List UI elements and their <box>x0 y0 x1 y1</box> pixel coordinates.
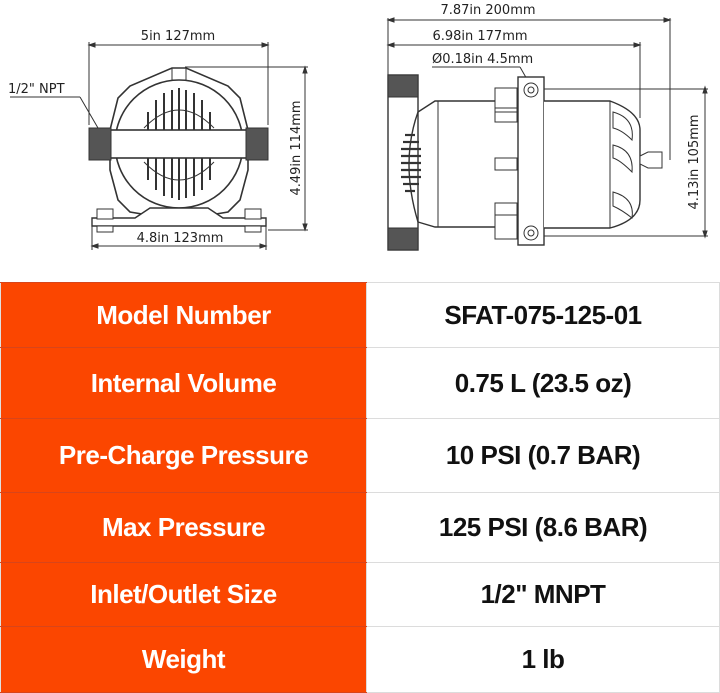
spec-label-weight: Weight <box>0 626 367 693</box>
front-view-drawing <box>10 42 308 250</box>
overall-length-label: 7.87in 200mm <box>440 3 535 18</box>
side-view-drawing <box>386 17 708 251</box>
specifications-table: Model Number SFAT-075-125-01 Internal Vo… <box>0 282 720 693</box>
table-row: Pre-Charge Pressure 10 PSI (0.7 BAR) <box>0 418 720 493</box>
front-width-base-label: 4.8in 123mm <box>137 231 224 246</box>
front-height-label: 4.49in 114mm <box>289 100 304 195</box>
hole-diameter-label: Ø0.18in 4.5mm <box>432 52 533 67</box>
spec-label-max-pressure: Max Pressure <box>0 492 367 563</box>
table-row: Inlet/Outlet Size 1/2" MNPT <box>0 562 720 627</box>
spec-label-internal-volume: Internal Volume <box>0 347 367 419</box>
spec-value-internal-volume: 0.75 L (23.5 oz) <box>366 347 720 419</box>
spec-value-model-number: SFAT-075-125-01 <box>366 282 720 348</box>
table-row: Weight 1 lb <box>0 626 720 693</box>
spec-value-pre-charge-pressure: 10 PSI (0.7 BAR) <box>366 418 720 493</box>
spec-value-inlet-outlet-size: 1/2" MNPT <box>366 562 720 627</box>
spec-label-model-number: Model Number <box>0 282 367 348</box>
body-length-label: 6.98in 177mm <box>432 29 527 44</box>
spec-value-weight: 1 lb <box>366 626 720 693</box>
table-row: Internal Volume 0.75 L (23.5 oz) <box>0 347 720 419</box>
table-row: Model Number SFAT-075-125-01 <box>0 282 720 348</box>
side-height-label: 4.13in 105mm <box>687 114 702 209</box>
port-size-label: 1/2" NPT <box>8 82 65 97</box>
dimension-drawing: 5in 127mm 4.8in 123mm 1/2" NPT 4.49in 11… <box>8 3 708 251</box>
table-row: Max Pressure 125 PSI (8.6 BAR) <box>0 492 720 563</box>
technical-drawings: 5in 127mm 4.8in 123mm 1/2" NPT 4.49in 11… <box>0 0 720 282</box>
spec-value-max-pressure: 125 PSI (8.6 BAR) <box>366 492 720 563</box>
front-width-top-label: 5in 127mm <box>141 29 215 44</box>
spec-label-inlet-outlet-size: Inlet/Outlet Size <box>0 562 367 627</box>
spec-label-pre-charge-pressure: Pre-Charge Pressure <box>0 418 367 493</box>
